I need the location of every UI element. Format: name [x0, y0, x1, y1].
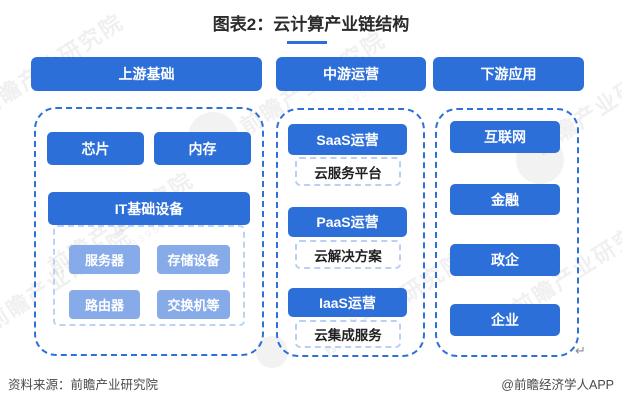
- desc-cloud-integration: 云集成服务: [295, 320, 401, 348]
- node-switch: 交换机等: [157, 290, 230, 319]
- node-enterprise: 企业: [450, 304, 560, 336]
- node-government-enterprise: 政企: [450, 244, 560, 276]
- source-note: 资料来源：前瞻产业研究院: [8, 378, 159, 392]
- desc-cloud-service-platform: 云服务平台: [295, 157, 401, 186]
- node-internet: 互联网: [450, 121, 560, 153]
- node-iaas: IaaS运营: [288, 288, 407, 317]
- stage-header-midstream: 中游运营: [276, 57, 426, 91]
- return-icon: ↵: [575, 343, 586, 358]
- it-sub-container: 服务器 存储设备 路由器 交换机等: [53, 225, 245, 326]
- node-saas: SaaS运营: [288, 124, 407, 155]
- app-credit: @前瞻经济学人APP: [501, 378, 614, 392]
- node-server: 服务器: [69, 245, 140, 274]
- node-it-equipment: IT基础设备: [48, 192, 250, 225]
- midstream-container: SaaS运营 云服务平台 PaaS运营 云解决方案 IaaS运营 云集成服务: [276, 108, 425, 357]
- node-chip: 芯片: [47, 132, 144, 165]
- node-finance: 金融: [450, 184, 560, 215]
- title-underline: [287, 41, 327, 44]
- desc-cloud-solution: 云解决方案: [295, 240, 401, 269]
- node-paas: PaaS运营: [288, 207, 407, 237]
- upstream-container: 芯片 内存 IT基础设备 服务器 存储设备 路由器 交换机等: [34, 107, 264, 356]
- downstream-container: 互联网 金融 政企 企业: [435, 108, 579, 357]
- stage-header-upstream: 上游基础: [31, 57, 262, 91]
- diagram-title: 图表2：云计算产业链结构: [212, 15, 410, 34]
- node-router: 路由器: [69, 290, 140, 319]
- node-storage: 存储设备: [157, 245, 230, 274]
- node-memory: 内存: [154, 132, 251, 165]
- stage-header-downstream: 下游应用: [433, 57, 584, 91]
